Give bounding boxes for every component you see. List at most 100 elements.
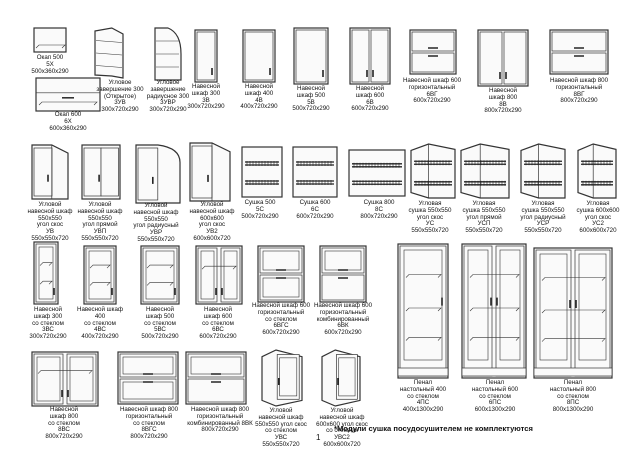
cabinet-body — [292, 146, 338, 198]
glass-pane — [324, 250, 362, 271]
label-line: 550х550 — [88, 214, 112, 222]
label-line: 500х360х290 — [31, 67, 69, 75]
label-line: Навесной — [192, 83, 220, 90]
label-line: Навесной шкаф 600 — [402, 77, 462, 84]
label-line: 400х1300х290 — [402, 406, 444, 414]
plinth — [397, 367, 449, 377]
label-line: 800х720х290 — [484, 107, 522, 115]
cabinet-drawing-8vk — [185, 351, 247, 405]
cabinet-drawing-5s — [241, 146, 283, 198]
cabinet-icon — [185, 351, 247, 405]
dish-rack-icon — [524, 180, 562, 186]
label-line: 600х600х720 — [323, 440, 361, 448]
cabinet-drawing-8vg — [549, 29, 609, 75]
label-line: Навесной шкаф 800 — [190, 406, 250, 413]
label-line: шкаф 800 — [49, 412, 79, 420]
label-line: настольный 400 — [399, 385, 447, 393]
cabinet-drawing-6vg — [409, 29, 457, 75]
label-line: угол скос — [584, 213, 612, 221]
label-line: Угловое — [108, 79, 132, 86]
label-line: Сушка 800 — [363, 199, 395, 206]
shelf-icon — [541, 309, 606, 314]
cabinet-icon — [83, 245, 117, 305]
label-line: 300х720х290 — [101, 106, 139, 114]
label-line: Навесной — [245, 83, 273, 90]
label-line: 5ВС — [154, 326, 166, 334]
label-line: Навесной — [34, 306, 62, 313]
label-line: шкаф 600 — [203, 312, 233, 320]
label-line: 8С — [375, 205, 383, 213]
label-line: 5В — [307, 98, 315, 106]
dish-rack-icon — [524, 160, 562, 166]
label-line: Навесной шкаф — [76, 306, 124, 313]
label-line: со стеклом — [479, 392, 511, 400]
shelf-icon — [89, 264, 111, 269]
label-line: Угловая — [418, 200, 442, 207]
label-line: 3УВ — [114, 99, 126, 107]
label-line: УС — [425, 220, 435, 228]
cabinet-icon — [154, 27, 182, 81]
label-line: УСП — [477, 220, 491, 228]
label-line: угол прямой — [82, 221, 118, 229]
label-line: горизонтальный — [257, 308, 305, 316]
glass-pane — [279, 357, 298, 397]
label-line: Угловой — [330, 407, 354, 414]
label-line: навесной шкаф — [77, 207, 123, 215]
label-line: со стеклом — [48, 419, 80, 427]
door — [244, 31, 274, 81]
footnote: *Модули сушка посудосушителем не комплек… — [334, 424, 533, 433]
cabinet-icon — [140, 245, 180, 305]
label-line: горизонтальный — [408, 83, 456, 91]
label-line: шкаф 600 — [355, 91, 385, 99]
cabinet-icon — [397, 243, 449, 379]
shelf-icon — [201, 265, 237, 270]
label-line: со стеклом — [32, 319, 64, 327]
label-line: со стеклом — [84, 319, 116, 327]
glass-pane — [578, 253, 607, 361]
label-line: Угловая — [586, 200, 610, 207]
label-line: горизонтальный — [196, 412, 244, 420]
label-line: 4ВС — [94, 326, 106, 334]
label-line: 400х720х290 — [81, 333, 119, 341]
glass-pane — [36, 356, 61, 402]
label-line: 8ВС — [58, 426, 70, 434]
glass-pane — [262, 277, 300, 298]
label-line: Пенал — [413, 379, 433, 386]
door — [551, 31, 607, 52]
label-line: 3В — [202, 96, 210, 104]
dish-rack-icon — [352, 162, 402, 168]
label-line: 600х720х290 — [296, 212, 334, 220]
label-line: 600х600х720 — [579, 227, 617, 235]
label-line: шкаф 300 — [33, 312, 63, 320]
cabinet-drawing-uvp — [81, 144, 121, 200]
label-line: Окап 600 — [54, 111, 82, 118]
label-line: Навесной шкаф 800 — [119, 406, 179, 413]
label-line: 3ВС — [42, 326, 54, 334]
cabinet-drawing-5vs — [140, 245, 180, 305]
shelf-icon — [405, 307, 442, 312]
cabinet-drawing-us2 — [577, 143, 617, 199]
label-line: Навесной — [356, 85, 384, 92]
label-line: со стеклом — [133, 419, 165, 427]
dish-rack-icon — [464, 180, 506, 186]
label-line: 550х550 — [144, 215, 168, 223]
cabinet-drawing-uvs — [261, 349, 303, 407]
cabinet-drawing-6vgs — [257, 245, 305, 303]
label-line: навесной шкаф — [27, 207, 73, 215]
label-line: завершение — [150, 85, 186, 93]
page-number: 1 — [316, 433, 321, 442]
label-line: 600х720х290 — [413, 97, 451, 105]
label-line: со стеклом — [144, 319, 176, 327]
